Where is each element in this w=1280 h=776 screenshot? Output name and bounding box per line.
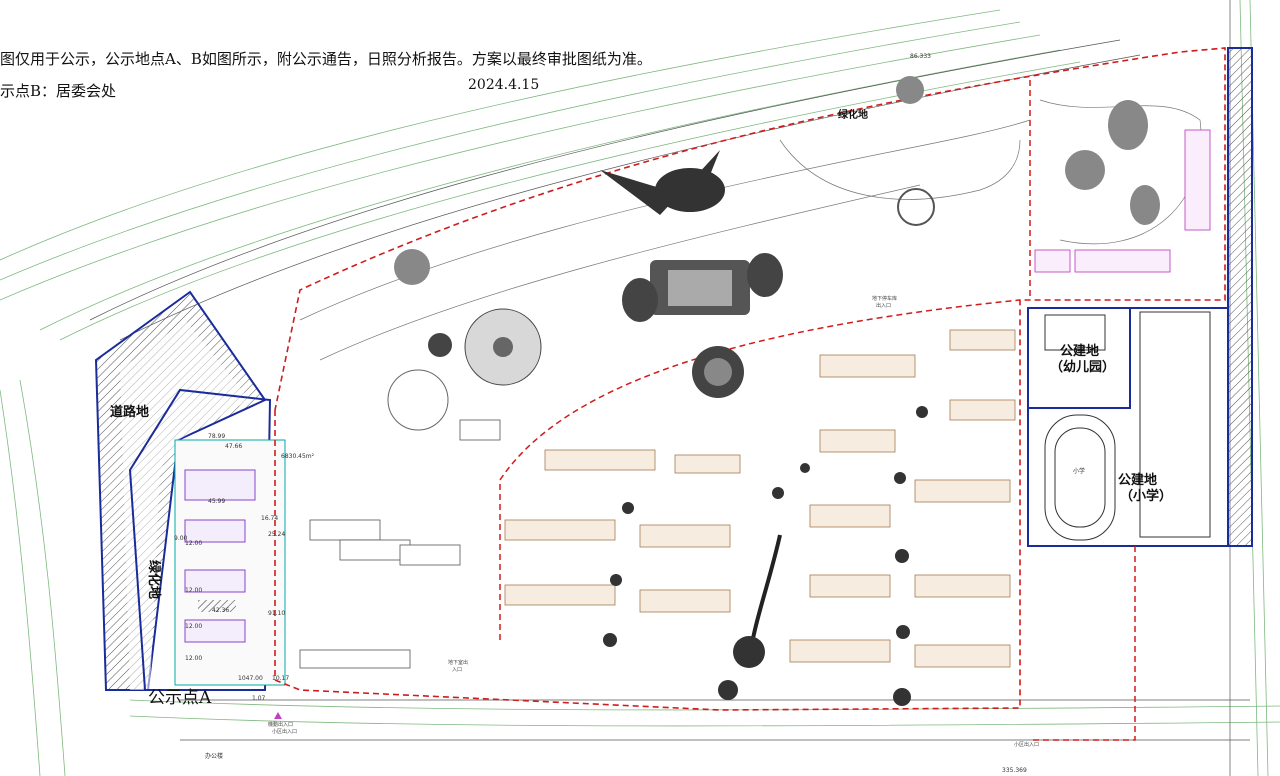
school-plot xyxy=(1027,307,1229,547)
dim-1: 78.99 xyxy=(208,433,225,440)
school-east-boundary xyxy=(1030,546,1136,741)
notice-line-1: 图仅用于公示，公示地点A、B如图所示，附公示通告，日照分析报告。方案以最终审批图… xyxy=(0,50,652,68)
dim-7: 91.10 xyxy=(268,610,285,617)
dim-15: 16.74 xyxy=(261,515,278,522)
walkway-node xyxy=(733,636,765,668)
district-gate: 小区出入口 xyxy=(1014,741,1039,748)
dim-6: 12.00 xyxy=(185,587,202,594)
dim-8: 42.36 xyxy=(212,607,229,614)
residential-blocks xyxy=(504,329,1016,668)
office-building: 办公楼 xyxy=(205,752,223,760)
walkway-node-2 xyxy=(718,680,738,700)
road-land-clear xyxy=(120,320,250,690)
left-block-buildings xyxy=(184,469,256,643)
dim-11: 9.00 xyxy=(174,535,188,542)
ug-parking-1b: 出入口 xyxy=(876,302,891,309)
site-boundary xyxy=(274,47,1226,711)
clubhouse xyxy=(622,253,783,398)
dim-9: 12.00 xyxy=(185,623,202,630)
right-hatch-strip xyxy=(1227,47,1253,547)
zone-greenbelt-left: 绿化地 xyxy=(146,560,162,599)
school-title: 公建地 xyxy=(1118,472,1157,488)
dim-2: 47.66 xyxy=(225,443,242,450)
kindergarten-title: 公建地 xyxy=(1060,343,1099,359)
left-hatch-block xyxy=(198,600,236,612)
area-note: 6830.45m² xyxy=(281,453,315,460)
plazas xyxy=(387,76,1160,431)
west-residential xyxy=(299,419,501,669)
entrance-bottom: 機動出入口 xyxy=(268,721,293,728)
dim-12: 1047.00 xyxy=(238,675,263,682)
dim-10: 12.00 xyxy=(185,655,202,662)
dim-4: 12.00 xyxy=(185,540,202,547)
ug-parking-2b: 入口 xyxy=(452,667,462,673)
dim-16: 86.333 xyxy=(910,53,931,60)
kindergarten-sub: （幼儿园） xyxy=(1050,359,1115,375)
entrance-bottom-sub: 小区出入口 xyxy=(272,728,297,735)
ug-parking-2: 地下室出 xyxy=(448,659,468,666)
dim-13: 10.17 xyxy=(272,675,289,682)
school-sub: （小学） xyxy=(1120,488,1172,504)
dim-5: 25.24 xyxy=(268,531,285,538)
dim-3: 45.99 xyxy=(208,498,225,505)
landscape-trees xyxy=(299,99,1202,361)
public-notice-point-a: 公示点A xyxy=(148,688,212,708)
dim-17: 1.07 xyxy=(252,695,266,702)
school-buildings xyxy=(1044,311,1211,541)
pavilions xyxy=(603,406,928,706)
notice-line-2: 示点B：居委会处 xyxy=(0,82,117,100)
entrance-marker-icon xyxy=(274,712,282,719)
dim-14: 335.369 xyxy=(1002,767,1027,774)
dimension-labels: 78.99 47.66 45.99 12.00 25.24 12.00 91.1… xyxy=(174,53,1027,774)
inner-boundary xyxy=(499,299,1021,640)
zone-greenbelt-top: 绿化地 xyxy=(838,108,868,121)
magenta-buildings xyxy=(1034,129,1211,273)
track-label: 小学 xyxy=(1073,467,1085,475)
notice-date: 2024.4.15 xyxy=(468,77,540,93)
ug-parking-1: 地下停车库 xyxy=(872,295,897,302)
zone-road-land: 道路地 xyxy=(110,404,149,420)
